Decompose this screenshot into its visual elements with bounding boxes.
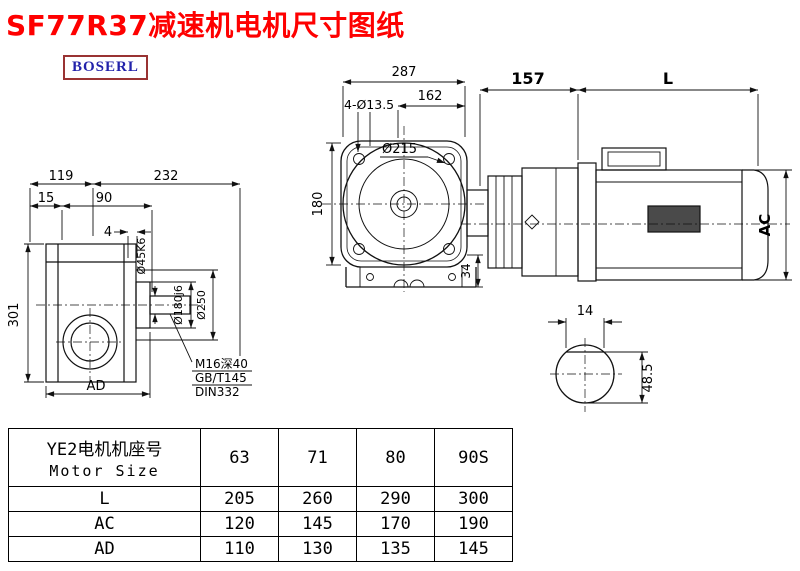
brand-logo: BOSERL [63,55,148,80]
table-cell: 205 [200,486,279,512]
motor-labels: 157 L AC [511,69,774,236]
dim-301-label: 301 [7,303,22,328]
dim-4-label: 4 [104,225,112,240]
row-label-ac: AC [8,511,201,537]
dim-162-label: 162 [418,89,443,104]
front-view-centerlines [322,126,486,292]
table-cell: 130 [278,536,357,562]
dim-l-label: L [663,69,673,88]
shaft-section-labels: 14 48.5 [577,304,656,392]
dim-48-5-label: 48.5 [641,364,656,393]
table-cell: 145 [278,511,357,537]
left-view-labels: 301 119 232 15 90 4 AD Ø45K6 Ø180j6 Ø250… [7,169,248,399]
header-en-label: Motor Size [49,462,160,480]
table-cell: 145 [434,536,513,562]
left-side-view [45,243,191,383]
dim-ac-label: AC [756,214,774,237]
table-row-ad: AD 110 130 135 145 [8,536,513,562]
shaft-section-centerlines [550,338,622,412]
dim-180-label: 180 [311,192,326,217]
dim-157-label: 157 [511,69,544,88]
dim-90-label: 90 [96,191,113,206]
row-label-ad: AD [8,536,201,562]
table-cell: 110 [200,536,279,562]
table-row-ac: AC 120 145 170 190 [8,511,513,537]
size-column-80: 80 [356,428,435,487]
shaft-diameter-label: Ø45K6 [135,238,148,275]
dim-215-label: Ø215 [382,142,417,157]
dim-232-label: 232 [154,169,179,184]
table-cell: 260 [278,486,357,512]
table-cell: 120 [200,511,279,537]
bolt-holes-label: 4-Ø13.5 [344,97,394,112]
dim-ad-label: AD [87,379,106,394]
header-cn-label: YE2电机机座号 [46,440,163,460]
flange-diameter-label: Ø250 [195,290,208,320]
row-label-l: L [8,486,201,512]
size-column-90s: 90S [434,428,513,487]
motor-frame-header-cell: YE2电机机座号 Motor Size [8,428,201,487]
motor-size-table: YE2电机机座号 Motor Size 63 71 80 90S L 205 2… [8,428,513,562]
dim-119-label: 119 [49,169,74,184]
front-view-labels: 287 162 4-Ø13.5 Ø215 180 34 [311,65,473,279]
tap-note-label: M16深40 [195,357,248,371]
size-column-71: 71 [278,428,357,487]
table-cell: 300 [434,486,513,512]
motor-dimension-lines [479,87,792,281]
dim-14-label: 14 [577,304,594,319]
dim-287-label: 287 [392,65,417,80]
page-title: SF77R37减速机电机尺寸图纸 [6,9,405,42]
table-header-row: YE2电机机座号 Motor Size 63 71 80 90S [8,428,513,487]
table-cell: 135 [356,536,435,562]
din-note-label: DIN332 [195,385,240,399]
motor-assembly [466,147,769,282]
left-view-dimension-lines [24,181,252,398]
table-cell: 190 [434,511,513,537]
front-view [340,140,477,288]
table-cell: 170 [356,511,435,537]
front-view-dimension-lines [326,79,483,288]
shaft-section-dimension-lines [548,318,648,404]
size-column-63: 63 [200,428,279,487]
table-row-l: L 205 260 290 300 [8,486,513,512]
table-cell: 290 [356,486,435,512]
left-view-centerlines [36,304,206,382]
standard-note-label: GB/T145 [195,371,247,385]
spigot-diameter-label: Ø180j6 [172,285,185,325]
dim-34-label: 34 [459,263,473,278]
dim-15-label: 15 [38,191,55,206]
